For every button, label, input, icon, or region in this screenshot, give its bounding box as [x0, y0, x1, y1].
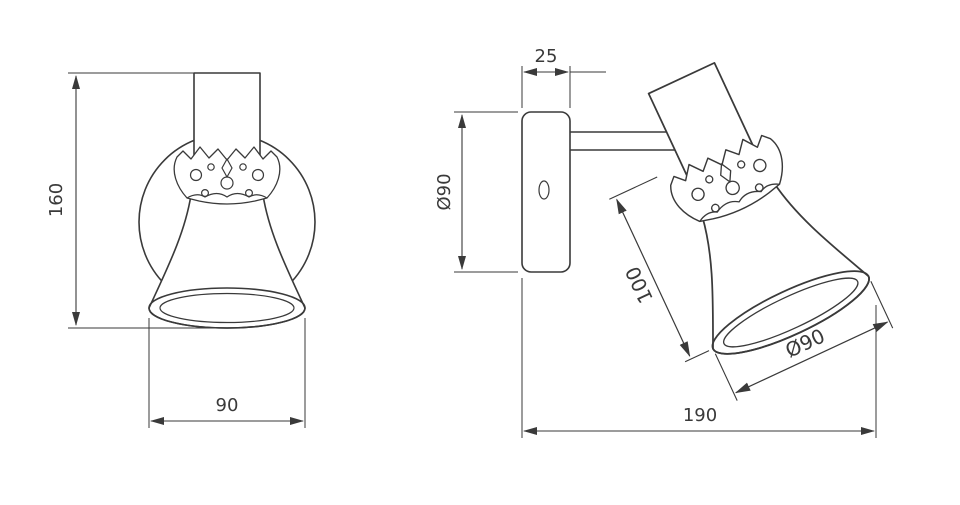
- side-view: 100 Ø90 25 Ø90: [434, 41, 894, 438]
- dim-front-height-label: 160: [46, 183, 67, 217]
- extension-line: [684, 350, 710, 363]
- dim-total-projection-label: 190: [683, 405, 717, 426]
- switch-slot: [538, 180, 550, 200]
- dim-front-height: 160: [46, 72, 215, 329]
- dim-plate-depth-label: 25: [535, 46, 558, 67]
- mounting-arm: [569, 131, 685, 151]
- dimension-line: [734, 321, 889, 394]
- dim-plate-diameter-label: Ø90: [434, 173, 455, 210]
- extension-line: [714, 353, 738, 401]
- extension-line: [609, 176, 658, 200]
- dim-plate-depth: 25: [521, 46, 606, 108]
- dim-front-width-label: 90: [216, 395, 239, 416]
- dim-total-projection: 190: [521, 278, 877, 438]
- front-view: 160 90: [46, 72, 316, 428]
- dim-front-width: 90: [148, 318, 306, 428]
- extension-line: [870, 280, 894, 329]
- dim-body-length-label: 100: [621, 263, 658, 307]
- dim-plate-diameter: Ø90: [434, 111, 518, 273]
- wall-plate-body: [521, 111, 571, 273]
- wall-plate-side: [521, 111, 571, 273]
- lamp-assembly-side-unit: [602, 41, 879, 370]
- lamp-assembly-side: 100 Ø90: [602, 41, 894, 401]
- dimension-line: [616, 198, 691, 357]
